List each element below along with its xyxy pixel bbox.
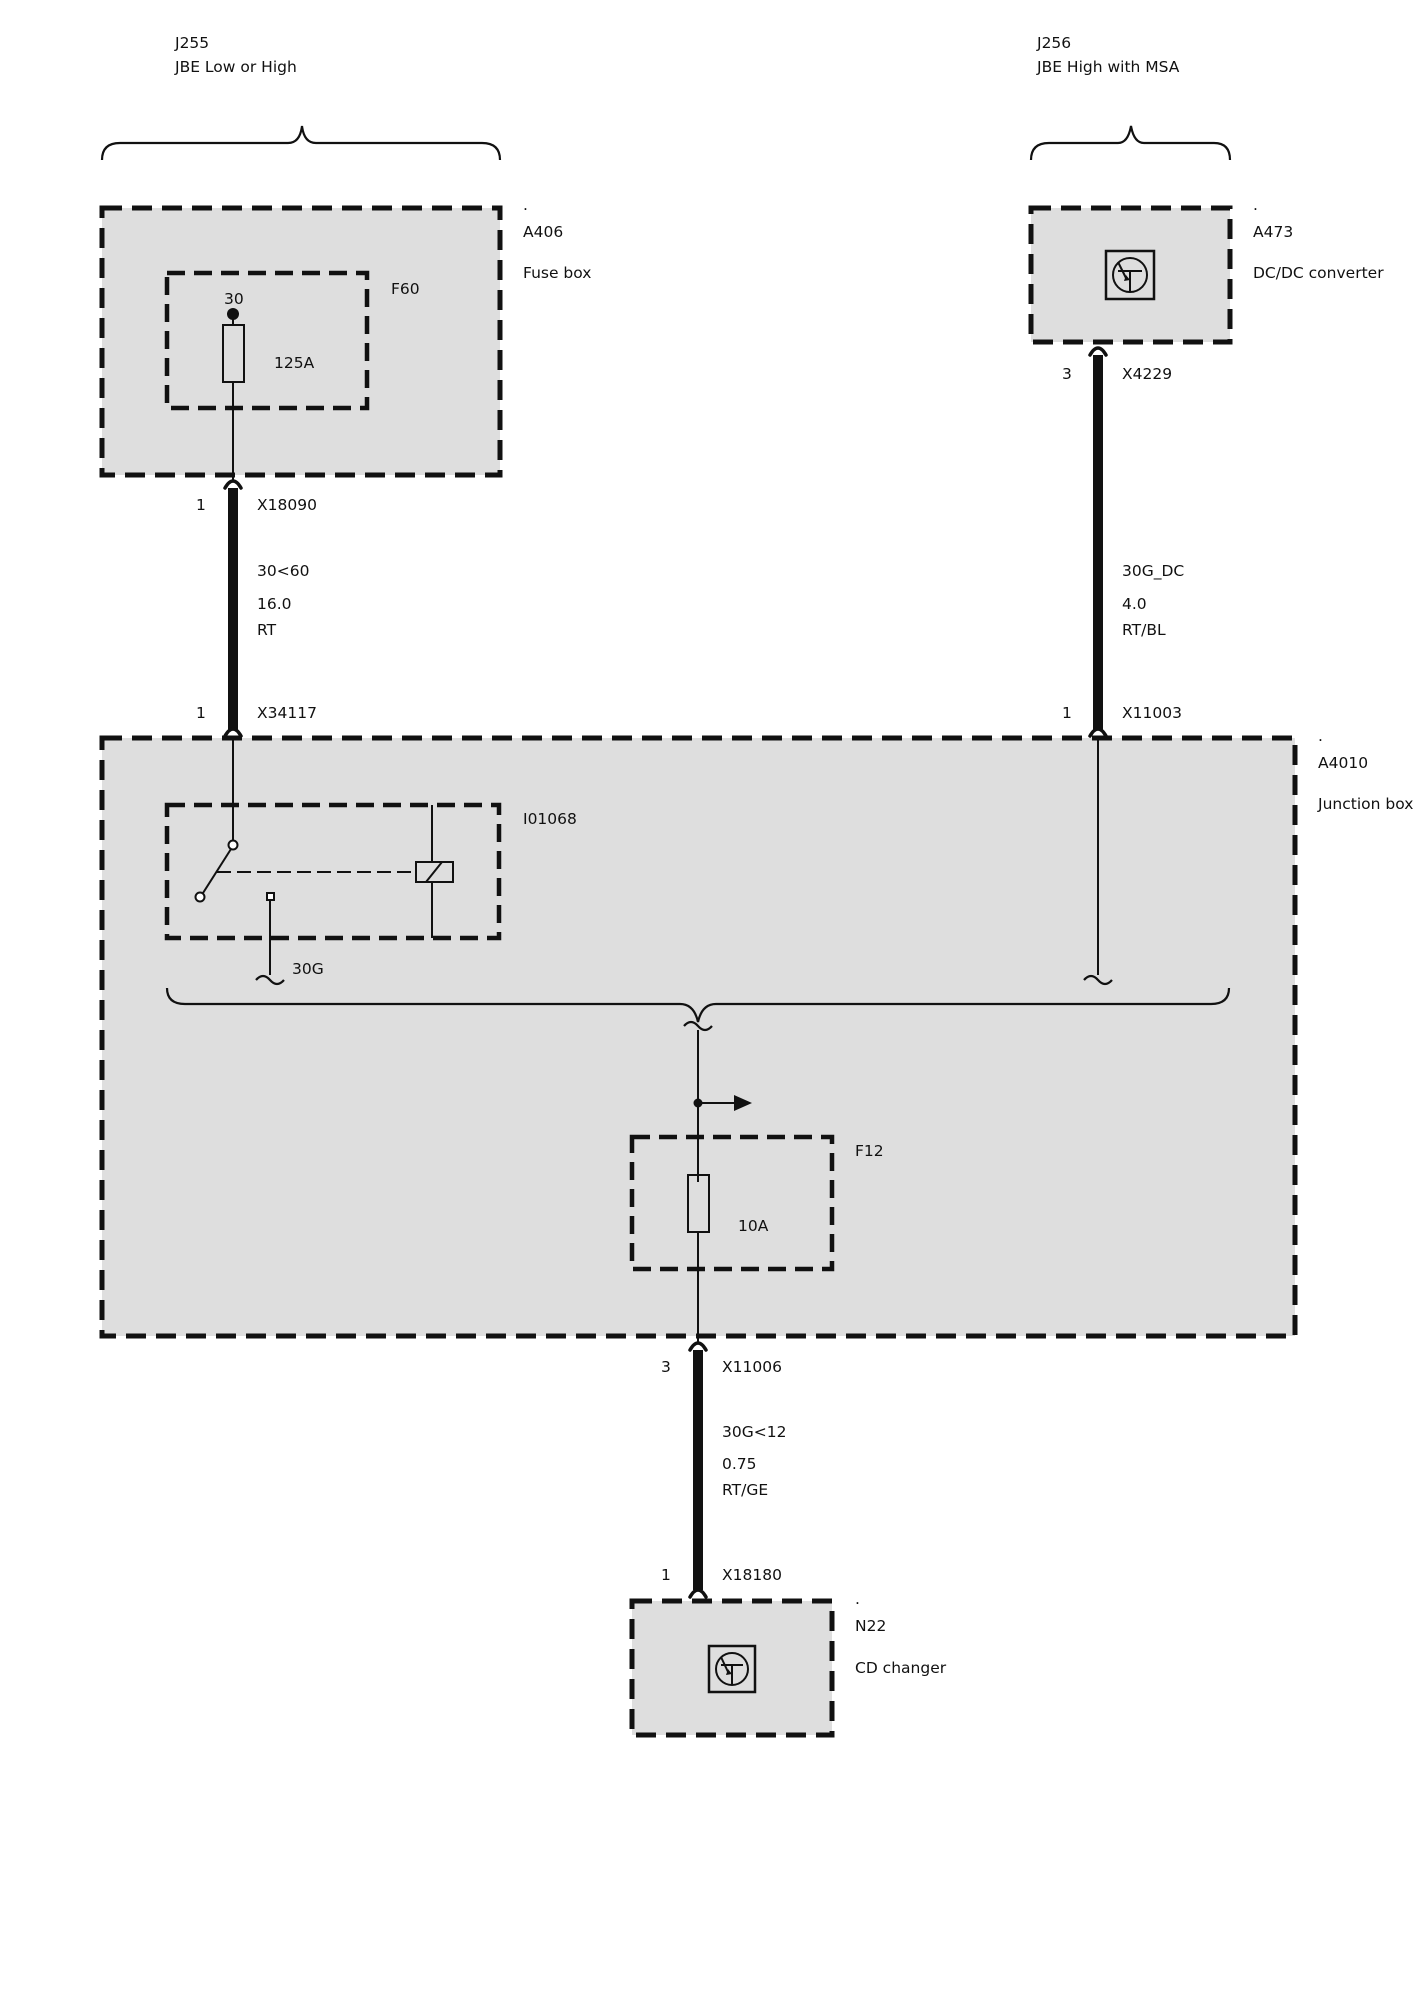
connector-x11006-id: X11006 (722, 1358, 782, 1376)
junction-box-id: A4010 (1318, 754, 1368, 772)
connector-x18090-id: X18090 (257, 496, 317, 514)
fuse-f12-id: F12 (855, 1142, 884, 1160)
connector-x34117-id: X34117 (257, 704, 317, 722)
dcdc-id: A473 (1253, 223, 1293, 241)
wire3-size: 0.75 (722, 1455, 757, 1473)
dcdc-name: DC/DC converter (1253, 264, 1384, 282)
connector-x11006-symbol (688, 1341, 708, 1352)
junction-box-name: Junction box (1317, 795, 1413, 813)
bus-brace (165, 987, 1231, 1023)
fuse-box-name: Fuse box (523, 264, 591, 282)
connector-x4229-symbol (1088, 346, 1108, 357)
wire2-color: RT/BL (1122, 621, 1166, 639)
relay-coil-diagonal (425, 861, 443, 883)
connector-x18180-pin: 1 (661, 1566, 671, 1584)
wire2-signal: 30G_DC (1122, 562, 1184, 581)
connector-x18180-id: X18180 (722, 1566, 782, 1584)
wire2-size: 4.0 (1122, 595, 1147, 613)
dcdc-dot: . (1253, 196, 1258, 214)
wire1-color: RT (257, 621, 277, 639)
cd-changer-id: N22 (855, 1617, 886, 1635)
wire1-size: 16.0 (257, 595, 292, 613)
variant-j256-brace (1029, 125, 1232, 161)
cd-changer-name: CD changer (855, 1659, 947, 1677)
electronic-module-icon (1104, 249, 1156, 301)
connector-x11003-symbol (1088, 727, 1108, 738)
variant-j256-code: J256 (1036, 34, 1071, 52)
fuse-f12-frame (629, 1134, 835, 1272)
relay-output-contact (266, 892, 275, 901)
fuse-box-id: A406 (523, 223, 563, 241)
wire1-signal: 30<60 (257, 562, 309, 580)
dc-line-break (1083, 974, 1113, 986)
connector-x4229-id: X4229 (1122, 365, 1172, 383)
relay-output-break (255, 974, 285, 986)
relay-contact-fixed (227, 839, 239, 851)
junction-box-dot: . (1318, 727, 1323, 745)
wire3-signal: 30G<12 (722, 1423, 786, 1441)
connector-x4229-pin: 3 (1062, 365, 1072, 383)
relay-i01068-frame (164, 802, 502, 941)
fuse-f12-rating: 10A (738, 1217, 769, 1235)
relay-id: I01068 (523, 810, 577, 828)
variant-j255-code: J255 (174, 34, 209, 52)
variant-j255-desc: JBE Low or High (174, 58, 297, 76)
relay-contact-pivot (194, 891, 206, 903)
fuse-f60-id: F60 (391, 280, 420, 298)
variant-j256-desc: JBE High with MSA (1036, 58, 1180, 76)
electronic-module-icon (707, 1644, 757, 1694)
wire3-color: RT/GE (722, 1481, 768, 1499)
connector-x11003-id: X11003 (1122, 704, 1182, 722)
connector-x18180-symbol (688, 1588, 708, 1599)
connector-x18090-pin: 1 (196, 496, 206, 514)
relay-output-label: 30G (292, 960, 324, 978)
connector-x18090-symbol (223, 479, 243, 490)
connector-x34117-symbol (223, 727, 243, 738)
relay-coil (415, 861, 454, 883)
fuse-f60-terminal: 30 (224, 290, 244, 308)
connector-x11006-pin: 3 (661, 1358, 671, 1376)
fuse-box-a406 (99, 205, 503, 478)
bus-output-break (683, 1020, 713, 1032)
fuse-box-dot: . (523, 196, 528, 214)
connector-x34117-pin: 1 (196, 704, 206, 722)
connector-x11003-pin: 1 (1062, 704, 1072, 722)
variant-j255-brace (100, 125, 502, 161)
fuse-f60-rating: 125A (274, 354, 315, 372)
fuse-f60-frame (164, 270, 370, 411)
cd-changer-dot: . (855, 1590, 860, 1608)
branch-arrow-icon (734, 1095, 752, 1111)
